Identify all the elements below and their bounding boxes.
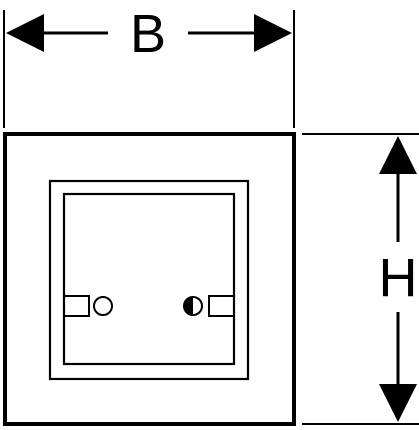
width-dimension: B: [3, 4, 295, 128]
outer-frame: [3, 132, 296, 426]
height-label: H: [379, 248, 418, 308]
half-filled-circle-icon: [183, 296, 203, 316]
inner-frame-inner-edge: [62, 192, 236, 366]
left-tab: [63, 295, 90, 317]
height-dimension: H: [302, 133, 419, 425]
width-arrowhead-left: [6, 14, 44, 52]
height-arrowhead-top: [379, 136, 417, 174]
width-label: B: [130, 4, 166, 64]
right-tab: [208, 295, 235, 317]
width-arrowhead-right: [254, 14, 292, 52]
height-arrowhead-bottom: [379, 384, 417, 422]
open-circle-icon: [93, 296, 113, 316]
inner-frame-outer-edge: [48, 179, 250, 381]
